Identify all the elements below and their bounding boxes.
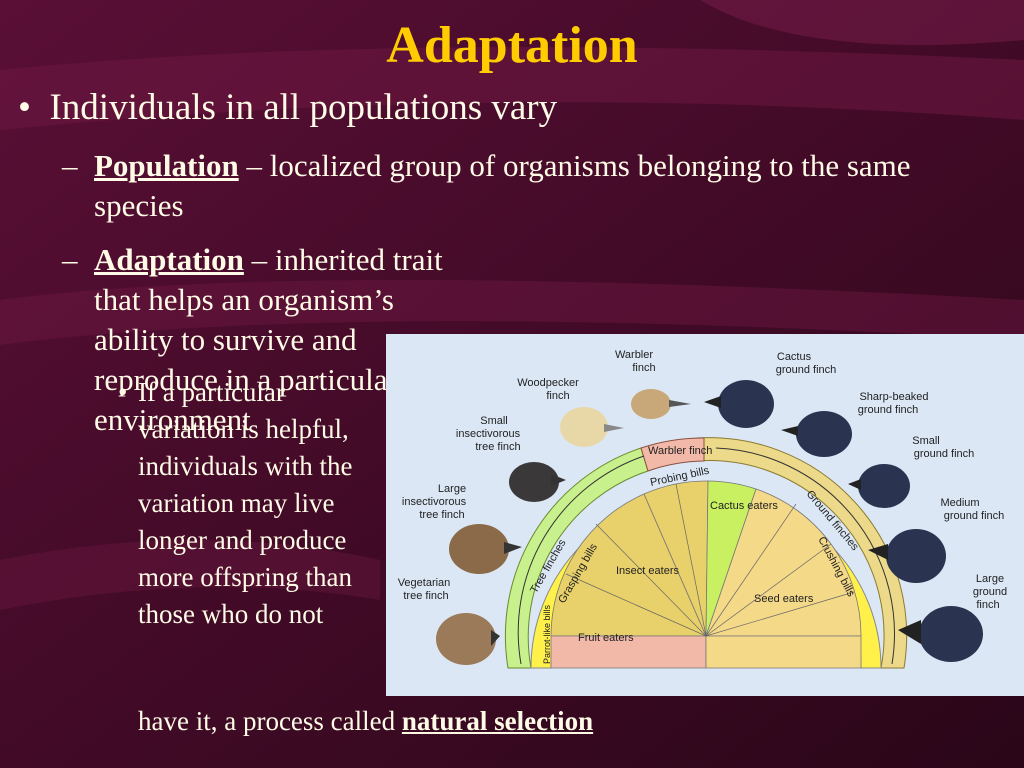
label-vegetarian-2: tree finch (403, 590, 448, 602)
label-large-insect-2: insectivorous (402, 496, 467, 508)
label-large-insect-1: Large (438, 483, 466, 495)
label-cactus-1: Cactus (777, 351, 812, 363)
label-large-ground-3: finch (976, 599, 999, 611)
label-medium-ground-2: ground finch (944, 510, 1005, 522)
subsub-bullet-text: If a particular variation is helpful, in… (138, 377, 353, 629)
subsub-bullet-natural-selection: • If a particular variation is helpful, … (118, 374, 378, 633)
bullet-variation-text: Individuals in all populations vary (49, 87, 558, 128)
subbullet-adaptation: – Adaptation – inherited trait that help… (62, 242, 443, 437)
bird-heads (436, 380, 983, 665)
term-adaptation: Adaptation (94, 242, 244, 277)
label-small-insect-2: insectivorous (456, 428, 521, 440)
tree-finches-arrow (517, 455, 645, 665)
label-small-insect-1: Small (480, 415, 508, 427)
label-woodpecker-1: Woodpecker (517, 377, 579, 389)
label-woodpecker-2: finch (546, 390, 569, 402)
label-large-insect-3: tree finch (419, 509, 464, 521)
label-warbler-1: Warbler (615, 349, 653, 361)
finch-diagram: Warbler finch Probing bills Cactus eater… (386, 334, 1024, 696)
warbler-band (640, 437, 705, 472)
label-small-insect-3: tree finch (475, 441, 520, 453)
segment-warbler: Warbler finch (648, 445, 712, 457)
subbullet-population: – Population – localized group of organi… (62, 148, 911, 223)
label-sharp-1: Sharp-beaked (859, 391, 928, 403)
seed-eaters-base (705, 635, 862, 669)
radial-lines (565, 483, 855, 637)
label-vegetarian-1: Vegetarian (398, 577, 451, 589)
label-sharp-2: ground finch (858, 404, 919, 416)
seed-eaters-segment (705, 488, 862, 637)
natural-selection-lead: have it, a process called (138, 706, 402, 736)
segment-fruit-eaters: Fruit eaters (578, 632, 634, 644)
segment-insect-eaters: Insect eaters (616, 565, 679, 577)
insect-eaters-segment (550, 493, 707, 637)
label-cactus-2: ground finch (776, 364, 837, 376)
definition-population: – localized group of organisms belonging… (94, 148, 911, 223)
label-small-ground-1: Small (912, 435, 940, 447)
segment-seed-eaters: Seed eaters (754, 593, 814, 605)
ground-finches-arrow (715, 447, 895, 665)
term-natural-selection: natural selection (401, 706, 594, 736)
label-small-ground-2: ground finch (914, 448, 975, 460)
label-medium-ground-1: Medium (940, 497, 979, 509)
natural-selection-line: have it, a process called natural select… (138, 706, 593, 737)
ground-finches-band (695, 437, 908, 669)
slide-title: Adaptation (386, 17, 638, 74)
bullet-variation: • Individuals in all populations vary (18, 87, 558, 128)
label-large-ground-1: Large (976, 573, 1004, 585)
term-population: Population (94, 148, 239, 183)
segment-cactus-eaters: Cactus eaters (710, 500, 778, 512)
segment-parrot: Parrot-like bills (542, 604, 552, 664)
definition-adaptation: – inherited trait that helps an organism… (94, 242, 443, 437)
label-warbler-2: finch (632, 362, 655, 374)
label-large-ground-2: ground (973, 586, 1007, 598)
